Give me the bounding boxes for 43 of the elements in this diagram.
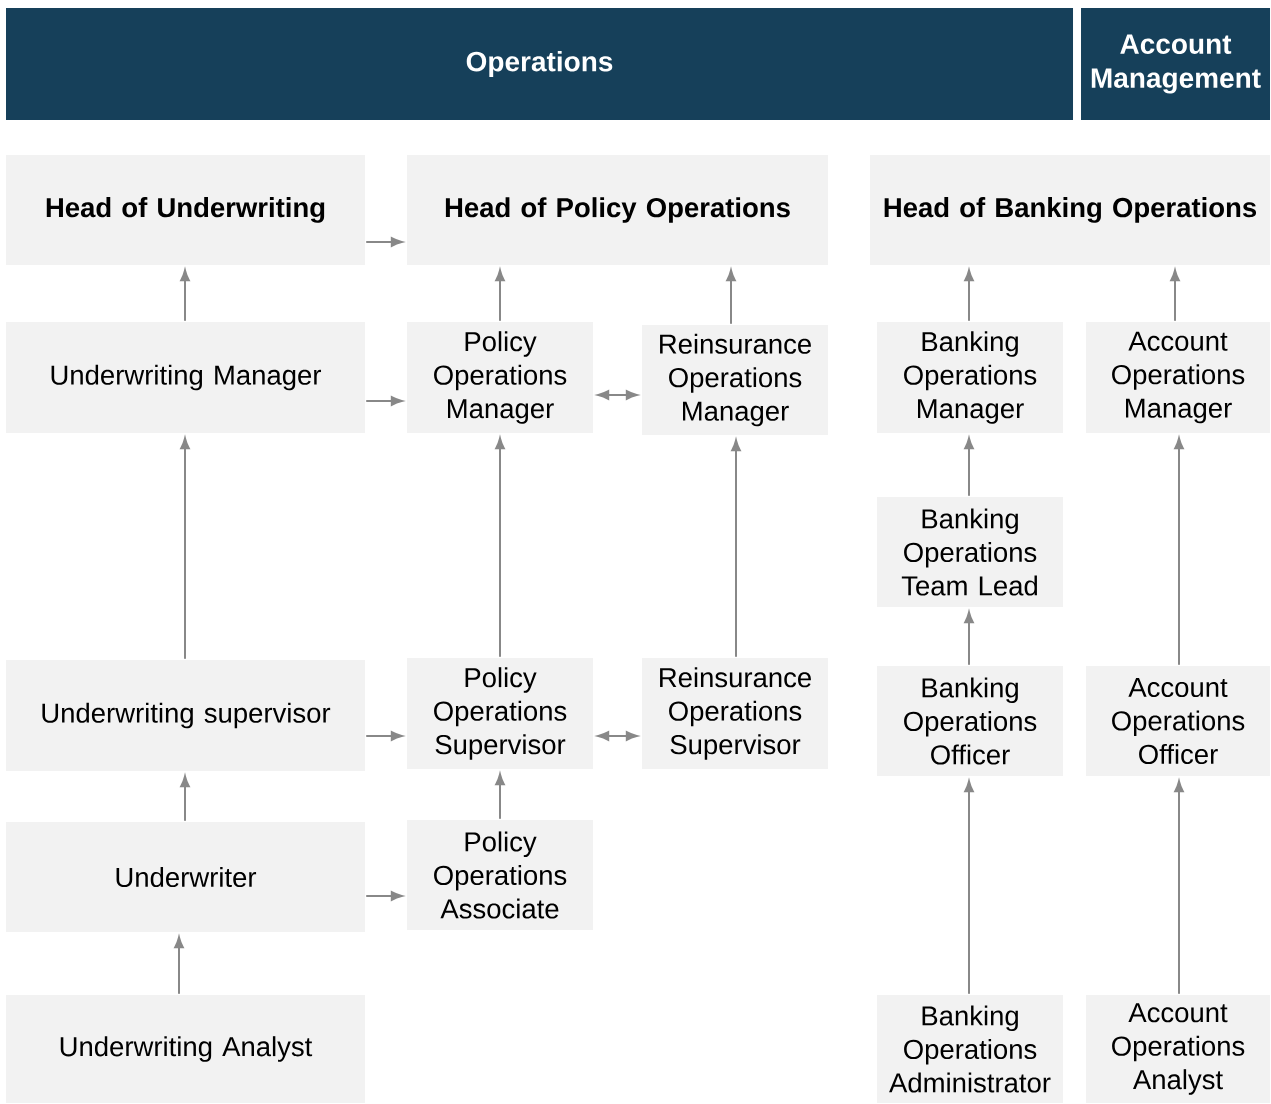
arrow: [365, 731, 403, 741]
role-box: Underwriter: [6, 822, 365, 932]
arrow: [597, 390, 638, 400]
arrow: [964, 611, 974, 666]
role-box: Account Operations Analyst: [1086, 995, 1270, 1103]
role-box: Reinsurance Operations Manager: [642, 325, 828, 435]
arrow: [495, 269, 505, 322]
arrow: [365, 891, 403, 901]
role-box: Policy Operations Associate: [407, 820, 593, 930]
arrow: [180, 269, 190, 322]
department-box: Head of Banking Operations: [870, 155, 1270, 265]
role-box: Banking Operations Team Lead: [877, 497, 1063, 607]
arrow: [495, 437, 505, 658]
arrow: [1174, 780, 1184, 995]
arrow: [731, 439, 741, 658]
band-header: Operations: [6, 8, 1073, 120]
arrow: [964, 269, 974, 322]
role-box: Account Operations Manager: [1086, 322, 1270, 433]
role-box: Banking Operations Manager: [877, 322, 1063, 433]
role-box: Underwriting Manager: [6, 322, 365, 433]
department-box: Head of Underwriting: [6, 155, 365, 265]
role-box: Account Operations Officer: [1086, 666, 1270, 776]
role-box: Banking Operations Administrator: [877, 995, 1063, 1103]
arrow: [1174, 437, 1184, 666]
arrow: [597, 731, 638, 741]
arrow: [964, 780, 974, 995]
arrow: [180, 775, 190, 822]
role-box: Policy Operations Manager: [407, 322, 593, 433]
band-header: Account Management: [1081, 8, 1270, 120]
arrow: [180, 437, 190, 660]
arrow: [726, 269, 736, 325]
role-box: Reinsurance Operations Supervisor: [642, 658, 828, 769]
arrow: [964, 437, 974, 497]
role-box: Policy Operations Supervisor: [407, 658, 593, 769]
role-box: Underwriting supervisor: [6, 660, 365, 771]
arrow: [365, 237, 403, 247]
role-box: Underwriting Analyst: [6, 995, 365, 1103]
department-box: Head of Policy Operations: [407, 155, 828, 265]
arrow: [1170, 269, 1180, 322]
arrow: [495, 773, 505, 820]
role-box: Banking Operations Officer: [877, 666, 1063, 776]
arrow: [174, 936, 184, 995]
arrow: [365, 396, 403, 406]
